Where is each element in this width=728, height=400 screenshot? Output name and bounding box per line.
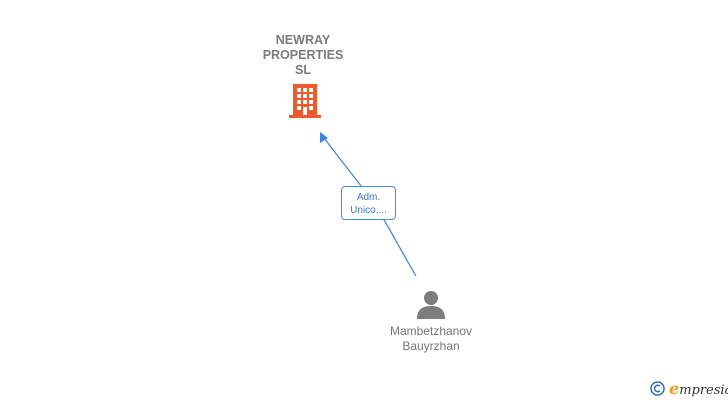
company-name-line-2: PROPERTIES (262, 48, 344, 62)
relation-label[interactable]: Adm. Unico,... (341, 186, 396, 220)
company-name-line-3: SL (295, 63, 311, 77)
company-name-line-1: NEWRAY (275, 33, 331, 47)
relation-label-line-2: Unico,... (350, 205, 387, 216)
relation-label-line-1: Adm. (356, 192, 381, 203)
brand-name-initial: e (669, 378, 680, 398)
brand-name: empresia (669, 379, 728, 398)
building-icon[interactable] (288, 83, 322, 119)
person-icon[interactable] (416, 290, 446, 320)
arrowhead-icon (320, 132, 328, 143)
brand-logo[interactable]: empresia (650, 378, 728, 398)
person-name[interactable]: Mambetzhanov Bauyrzhan (366, 324, 496, 354)
person-name-line-1: Mambetzhanov (389, 324, 473, 338)
brand-name-rest: mpresia (679, 382, 728, 398)
copyright-icon (650, 380, 665, 396)
person-name-line-2: Bauyrzhan (402, 339, 460, 353)
company-name[interactable]: NEWRAY PROPERTIES SL (243, 33, 363, 78)
